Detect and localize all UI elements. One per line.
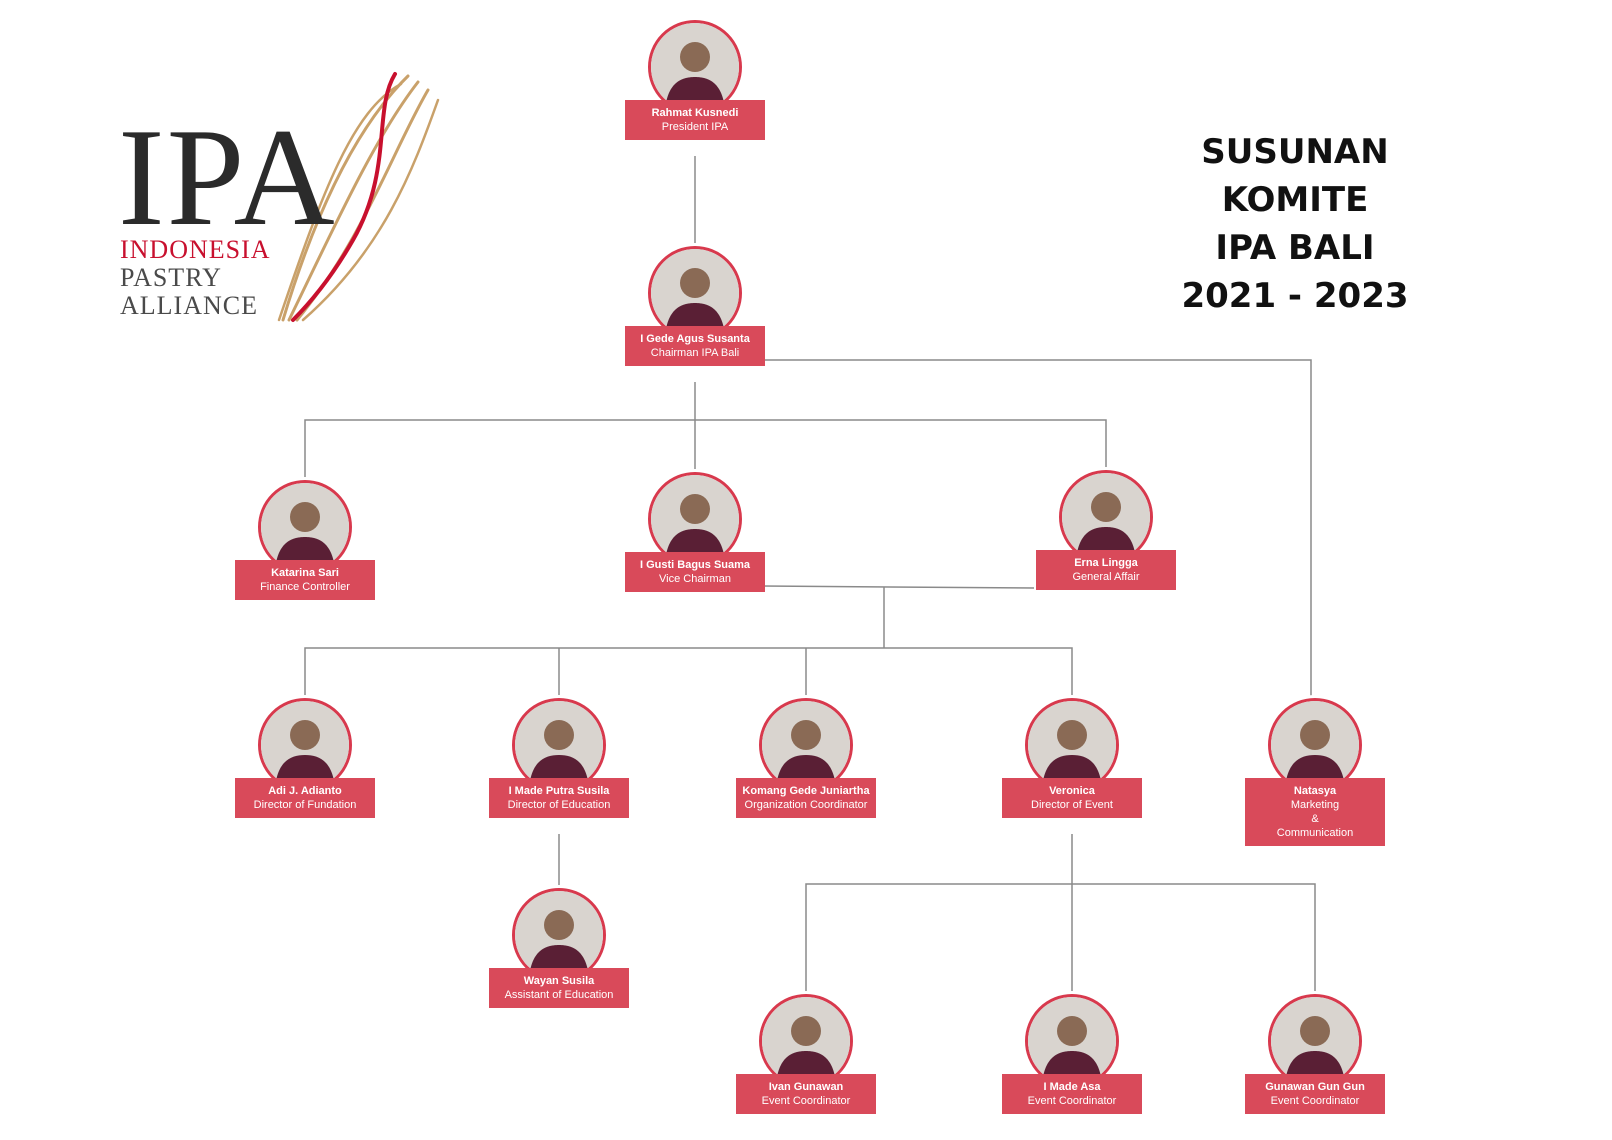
- page-title: SUSUNAN KOMITE IPA BALI 2021 - 2023: [1130, 128, 1460, 320]
- person-icon: [762, 997, 850, 1085]
- member-name: I Gusti Bagus Suama: [639, 559, 751, 571]
- member-name: Erna Lingga: [1074, 557, 1138, 569]
- logo-line-2: PASTRY: [120, 263, 222, 292]
- person-icon: [515, 701, 603, 789]
- member-role: Marketing & Communication: [1276, 799, 1354, 839]
- avatar: [258, 480, 352, 574]
- person-icon: [651, 475, 739, 563]
- member-role: Director of Event: [1031, 799, 1113, 811]
- member-role: General Affair: [1072, 571, 1140, 583]
- person-icon: [261, 701, 349, 789]
- avatar: [1025, 994, 1119, 1088]
- member-name: Adi J. Adianto: [268, 785, 342, 797]
- logo-line-1: INDONESIA: [120, 235, 271, 264]
- avatar: [1268, 994, 1362, 1088]
- member-name: I Made Asa: [1043, 1081, 1101, 1093]
- member-role: Event Coordinator: [761, 1095, 851, 1107]
- member-role: Assistant of Education: [504, 989, 614, 1001]
- member-name: I Gede Agus Susanta: [640, 333, 750, 345]
- avatar: [1268, 698, 1362, 792]
- member-role: Chairman IPA Bali: [650, 347, 740, 359]
- avatar: [759, 994, 853, 1088]
- person-icon: [1271, 701, 1359, 789]
- member-role: Event Coordinator: [1270, 1095, 1360, 1107]
- person-icon: [1062, 473, 1150, 561]
- person-icon: [1028, 701, 1116, 789]
- member-role: Director of Fundation: [253, 799, 357, 811]
- person-icon: [762, 701, 850, 789]
- logo-ipa-text: IPA: [118, 100, 337, 255]
- person-icon: [515, 891, 603, 979]
- member-name: Katarina Sari: [271, 567, 339, 579]
- person-icon: [1271, 997, 1359, 1085]
- member-name: Veronica: [1049, 785, 1095, 797]
- avatar: [648, 472, 742, 566]
- member-name: Natasya: [1293, 785, 1337, 797]
- member-role: President IPA: [661, 121, 729, 133]
- member-name: I Made Putra Susila: [508, 785, 610, 797]
- title-line-2: IPA BALI: [1215, 228, 1375, 268]
- person-icon: [261, 483, 349, 571]
- ipa-logo: IPA INDONESIA PASTRY ALLIANCE: [118, 70, 448, 330]
- member-name: Ivan Gunawan: [768, 1081, 844, 1093]
- member-role: Organization Coordinator: [744, 799, 868, 811]
- member-role: Finance Controller: [260, 581, 350, 593]
- member-role: Director of Education: [507, 799, 611, 811]
- member-name: Wayan Susila: [523, 975, 595, 987]
- member-role: Event Coordinator: [1027, 1095, 1117, 1107]
- person-icon: [651, 23, 739, 111]
- person-icon: [1028, 997, 1116, 1085]
- logo-line-3: ALLIANCE: [120, 291, 258, 320]
- title-line-1: SUSUNAN KOMITE: [1201, 132, 1389, 220]
- avatar: [1025, 698, 1119, 792]
- whisk-icon: [277, 72, 440, 322]
- title-line-3: 2021 - 2023: [1181, 276, 1409, 316]
- avatar: [512, 888, 606, 982]
- person-icon: [651, 249, 739, 337]
- member-role: Vice Chairman: [659, 573, 731, 585]
- member-name: Gunawan Gun Gun: [1265, 1081, 1365, 1093]
- member-name: Rahmat Kusnedi: [651, 107, 739, 119]
- member-name: Komang Gede Juniartha: [742, 785, 870, 797]
